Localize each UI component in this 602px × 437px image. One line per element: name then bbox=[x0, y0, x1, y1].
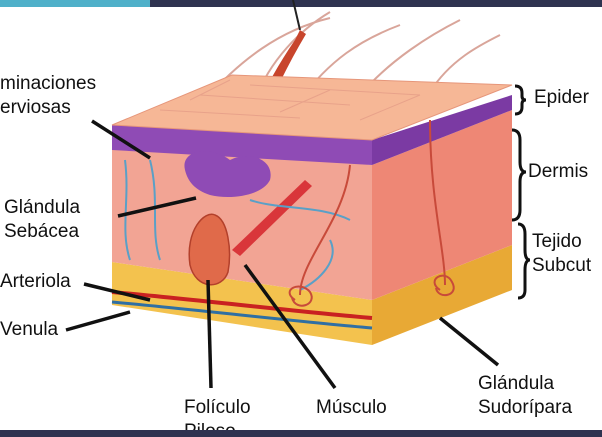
label-dermis: Dermis bbox=[528, 160, 588, 184]
label-sebaceous-gland: Glándula Sebácea bbox=[4, 196, 80, 244]
label-nerve-endings: minaciones erviosas bbox=[0, 72, 96, 120]
label-subcutaneous: Tejido Subcut bbox=[532, 230, 591, 278]
footer-bar bbox=[0, 430, 602, 437]
label-venule: Venula bbox=[0, 318, 58, 342]
label-epidermis: Epider bbox=[534, 86, 589, 110]
hair-tip-line bbox=[293, 0, 300, 30]
label-sweat-gland: Glándula Sudorípara bbox=[478, 372, 572, 420]
layer-brackets bbox=[512, 86, 530, 298]
label-muscle: Músculo bbox=[316, 396, 387, 420]
label-arteriole: Arteriola bbox=[0, 270, 71, 294]
